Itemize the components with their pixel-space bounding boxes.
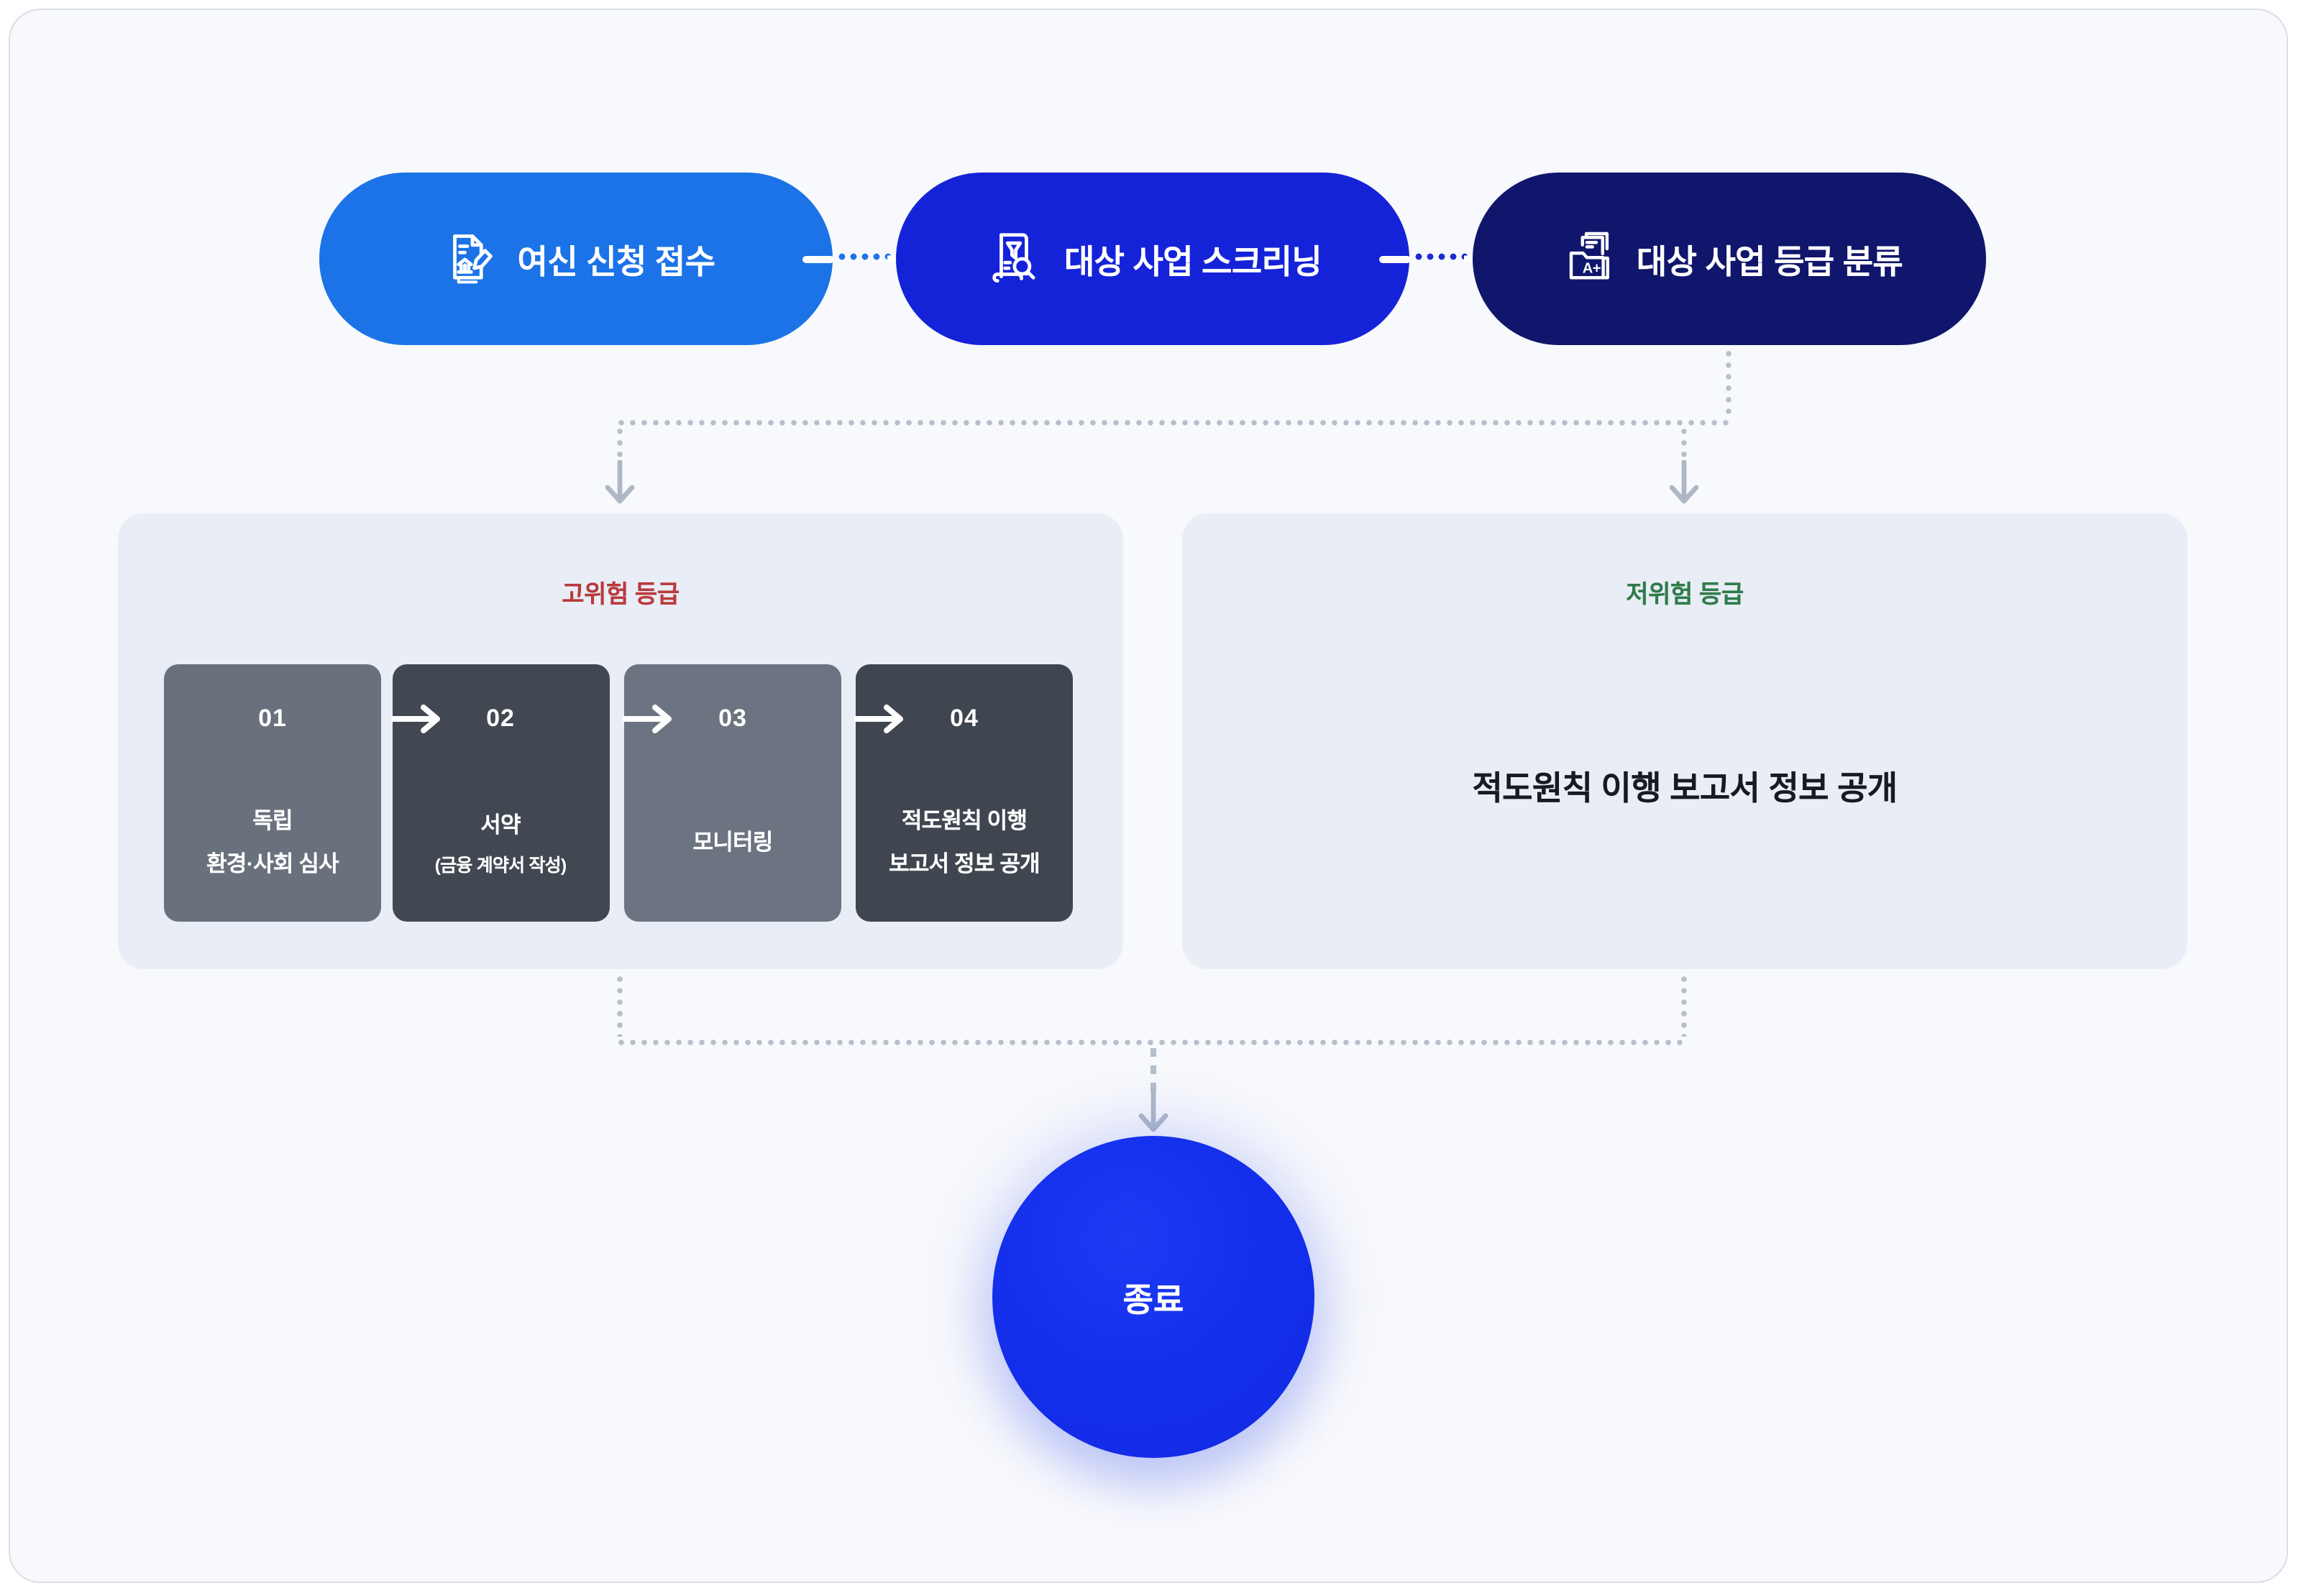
connector-low-risk-exit [1681, 976, 1687, 1037]
step-description: 독립 환경·사회 심사 [170, 791, 375, 896]
high-risk-panel: 고위험 등급 01 독립 환경·사회 심사 02 서약 (금융 계약서 작성) … [118, 513, 1123, 969]
card-arrow-3-icon [854, 705, 903, 733]
high-risk-step-4-card: 04 적도원칙 이행 보고서 정보 공개 [856, 664, 1073, 922]
connector-end-drop [1150, 1048, 1156, 1091]
connector-pill3-drop [1726, 351, 1732, 420]
step-line: 적도원칙 이행 [901, 809, 1028, 833]
connector-high-risk-drop [617, 428, 623, 460]
step-screening: 대상 사업 스크리닝 [896, 173, 1409, 345]
loan-document-icon [437, 229, 498, 289]
flow-connector-stub-2 [1379, 255, 1411, 262]
high-risk-title: 고위험 등급 [562, 581, 680, 608]
end-node: 종료 [992, 1136, 1314, 1458]
high-risk-step-1-card: 01 독립 환경·사회 심사 [164, 664, 381, 922]
connector-bottom-horizontal [618, 1040, 1685, 1045]
connector-top-horizontal [618, 420, 1732, 426]
step-description: 모니터링 [630, 791, 836, 896]
step-subtext: (금융 계약서 작성) [434, 855, 567, 875]
step-label: 대상 사업 등급 분류 [1636, 243, 1903, 280]
flow-connector-dots-1 [838, 253, 893, 260]
step-number: 02 [486, 705, 515, 732]
step-number: 03 [718, 705, 747, 732]
grade-a-plus-label: A+ [1583, 260, 1601, 276]
card-arrow-2-icon [623, 705, 672, 733]
step-grade-classification: A+ 대상 사업 등급 분류 [1473, 173, 1986, 345]
card-arrow-1-icon [391, 705, 440, 733]
grade-folder-icon: A+ [1556, 229, 1616, 289]
step-number: 04 [950, 705, 979, 732]
low-risk-panel: 저위험 등급 적도원칙 이행 보고서 정보 공개 [1182, 513, 2187, 969]
step-number: 01 [258, 705, 287, 732]
high-risk-step-2-card: 02 서약 (금융 계약서 작성) [392, 664, 609, 922]
step-line: 독립 [252, 809, 293, 833]
arrow-down-to-end-icon [1138, 1088, 1168, 1132]
step-loan-application: 여신 신청 접수 [319, 173, 833, 345]
arrow-down-to-high-risk-icon [605, 460, 635, 504]
flow-connector-dots-2 [1415, 253, 1470, 260]
connector-high-risk-exit [617, 976, 623, 1037]
step-line: 모니터링 [692, 830, 774, 855]
low-risk-body: 적도원칙 이행 보고서 정보 공개 [1472, 769, 1898, 807]
end-label: 종료 [1122, 1281, 1184, 1318]
step-label: 대상 사업 스크리닝 [1063, 243, 1322, 280]
step-label: 여신 신청 접수 [517, 243, 715, 280]
low-risk-title: 저위험 등급 [1626, 581, 1744, 608]
high-risk-step-3-card: 03 모니터링 [624, 664, 841, 922]
arrow-down-to-low-risk-icon [1669, 460, 1699, 504]
screening-funnel-icon [984, 229, 1044, 289]
step-line: 보고서 정보 공개 [889, 852, 1040, 876]
step-line: 환경·사회 심사 [206, 852, 339, 876]
step-description: 적도원칙 이행 보고서 정보 공개 [861, 791, 1067, 896]
flow-connector-stub-1 [802, 255, 834, 262]
connector-low-risk-drop [1681, 428, 1687, 460]
step-description: 서약 (금융 계약서 작성) [398, 791, 603, 896]
step-line: 서약 [480, 813, 521, 838]
